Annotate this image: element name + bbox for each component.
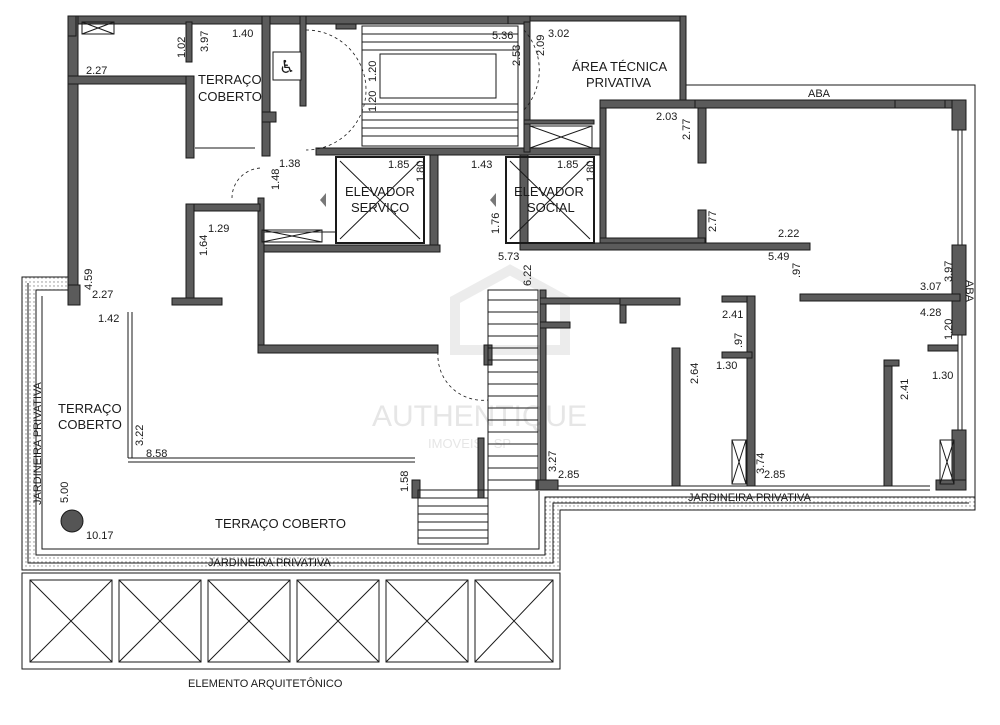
dim-1-38: 1.38 xyxy=(279,158,300,170)
dim-1-80-b: 1.80 xyxy=(585,161,597,182)
dim-3-22: 3.22 xyxy=(134,425,146,446)
dim-1-48: 1.48 xyxy=(270,169,282,190)
dim-8-58: 8.58 xyxy=(146,448,167,460)
dim-2-27: 2.27 xyxy=(86,65,107,77)
dim-2-64: 2.64 xyxy=(689,363,701,384)
dim-3-97: 3.97 xyxy=(199,31,211,52)
dim-4-28: 4.28 xyxy=(920,307,941,319)
dim-1-40: 1.40 xyxy=(232,28,253,40)
dim-2-85-b: 2.85 xyxy=(764,469,785,481)
tree-icon xyxy=(60,509,84,533)
dim-2-03: 2.03 xyxy=(656,111,677,123)
markers: ♿ xyxy=(60,21,955,533)
dim-2-77-a: 2.77 xyxy=(681,119,693,140)
watermark-line-2: IMOVEIS · SP xyxy=(428,436,511,451)
dim-2-22: 2.22 xyxy=(778,228,799,240)
dim-1-30-a: 1.30 xyxy=(716,360,737,372)
dim-97-a: .97 xyxy=(791,263,803,278)
dim-2-41-b: 2.41 xyxy=(899,379,911,400)
dim-1-20-b: 1.20 xyxy=(367,91,379,112)
dim-2-41-a: 2.41 xyxy=(722,309,743,321)
label-aba-right: ABA xyxy=(963,280,975,303)
stairs xyxy=(361,25,539,545)
dim-5-36: 5.36 xyxy=(492,30,513,42)
dim-3-74: 3.74 xyxy=(755,453,767,474)
dim-3-02: 3.02 xyxy=(548,28,569,40)
label-elemento-arquitetonico: ELEMENTO ARQUITETÔNICO xyxy=(188,677,343,690)
label-area-tecnica-1: ÁREA TÉCNICA xyxy=(572,59,667,74)
dim-6-22: 6.22 xyxy=(522,265,534,286)
dim-4-59: 4.59 xyxy=(83,269,95,290)
dim-2-53: 2.53 xyxy=(511,45,523,66)
dim-1-29: 1.29 xyxy=(208,223,229,235)
dim-5-00: 5.00 xyxy=(59,482,71,503)
dim-1-80-a: 1.80 xyxy=(415,161,427,182)
label-terraco-top-2: COBERTO xyxy=(198,89,262,104)
dim-2-77-b: 2.77 xyxy=(707,211,719,232)
accessibility-icon xyxy=(272,51,302,81)
dim-3-97-b: 3.97 xyxy=(943,261,955,282)
aba-outline xyxy=(686,84,976,497)
accessibility-glyph: ♿ xyxy=(279,57,295,77)
walls xyxy=(67,15,967,499)
label-terraco-top-1: TERRAÇO xyxy=(198,72,262,87)
watermark-line-1: AUTHENTIQUE xyxy=(372,400,587,433)
label-elevador-servico-2: SERVIÇO xyxy=(351,200,409,215)
dim-97-b: .97 xyxy=(733,333,745,348)
label-elevador-social-2: SOCIAL xyxy=(527,200,575,215)
label-jardineira-left: JARDINEIRA PRIVATIVA xyxy=(32,381,44,505)
dim-2-27-b: 2.27 xyxy=(92,289,113,301)
label-jardineira-bottom: JARDINEIRA PRIVATIVA xyxy=(208,557,332,569)
dim-1-85-b: 1.85 xyxy=(557,159,578,171)
dim-1-58: 1.58 xyxy=(399,471,411,492)
elevator-call-icon xyxy=(320,193,326,207)
dim-3-07: 3.07 xyxy=(920,281,941,293)
label-jardineira-right: JARDINEIRA PRIVATIVA xyxy=(688,492,812,504)
label-terraco-bottom: TERRAÇO COBERTO xyxy=(215,516,346,531)
dim-1-20-c: 1.20 xyxy=(943,319,955,340)
dim-1-20-a: 1.20 xyxy=(367,61,379,82)
elevator-call-icon-2 xyxy=(490,193,496,207)
label-terraco-left-1: TERRAÇO xyxy=(58,401,122,416)
elevator-shafts xyxy=(335,156,595,244)
dim-1-02: 1.02 xyxy=(176,37,188,58)
dim-3-27: 3.27 xyxy=(547,451,559,472)
label-area-tecnica-2: PRIVATIVA xyxy=(586,75,651,90)
dim-2-85-a: 2.85 xyxy=(558,469,579,481)
dim-1-30-b: 1.30 xyxy=(932,370,953,382)
dim-2-09: 2.09 xyxy=(535,35,547,56)
dim-5-73: 5.73 xyxy=(498,251,519,263)
room-labels: TERRAÇO COBERTO ÁREA TÉCNICA PRIVATIVA E… xyxy=(32,59,975,690)
label-elevador-social-1: ELEVADOR xyxy=(514,184,584,199)
dim-1-64: 1.64 xyxy=(198,235,210,256)
dim-1-76: 1.76 xyxy=(490,213,502,234)
dimension-labels: 1.02 3.97 1.40 2.27 1.20 1.20 5.36 2.53 … xyxy=(59,28,955,542)
door-swings xyxy=(231,29,540,401)
elemento-arquitetonico xyxy=(21,572,561,670)
watermark: AUTHENTIQUE IMOVEIS · SP xyxy=(372,264,587,451)
dim-1-43: 1.43 xyxy=(471,159,492,171)
label-elevador-servico-1: ELEVADOR xyxy=(345,184,415,199)
label-aba-top: ABA xyxy=(808,88,831,100)
dim-5-49: 5.49 xyxy=(768,251,789,263)
dim-1-42: 1.42 xyxy=(98,313,119,325)
dim-10-17: 10.17 xyxy=(86,530,114,542)
dim-1-85-a: 1.85 xyxy=(388,159,409,171)
label-terraco-left-2: COBERTO xyxy=(58,417,122,432)
